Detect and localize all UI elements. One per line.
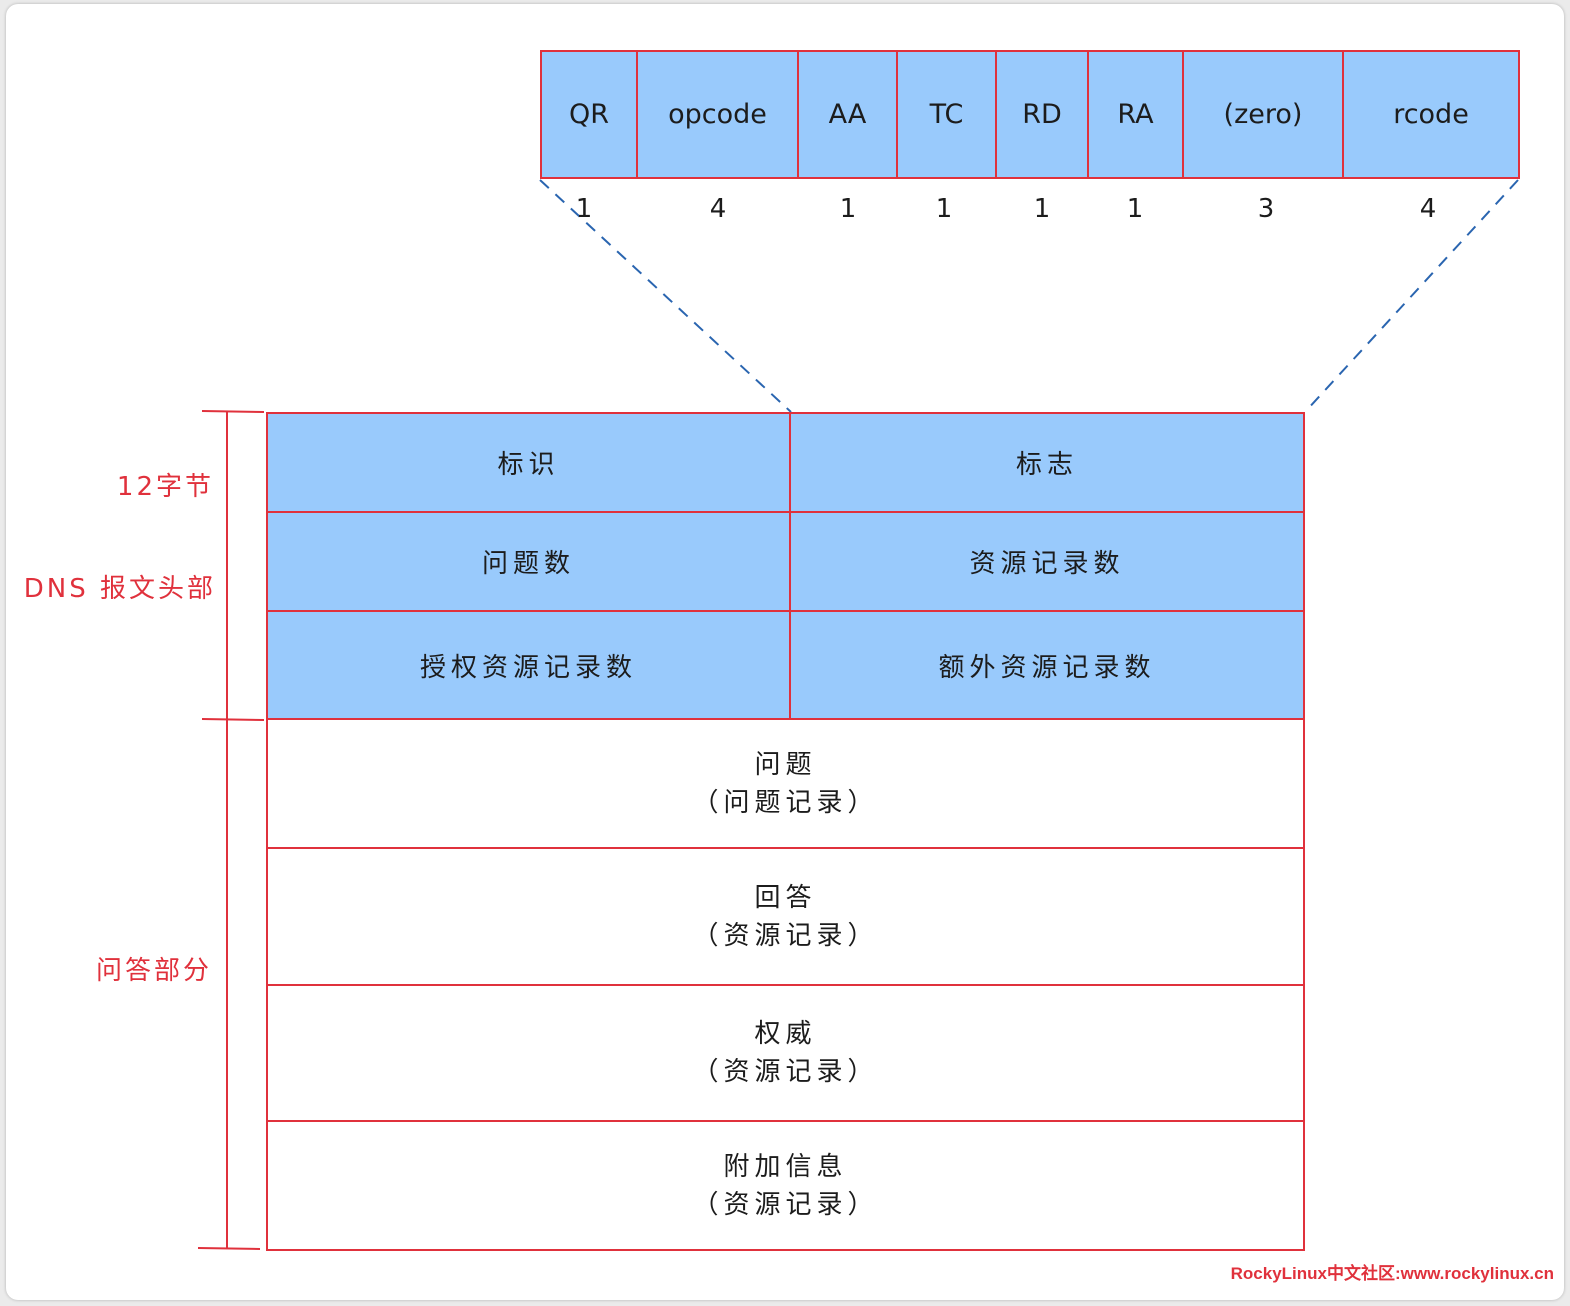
flag-bits: 4 <box>1419 194 1437 224</box>
section-question: 问题 （问题记录） <box>266 718 1305 849</box>
side-label-header-size: 12字节 <box>116 472 214 502</box>
header-cell-label: 问题数 <box>481 549 575 579</box>
section-title: 附加信息 <box>723 1151 848 1182</box>
flag-bits: 1 <box>575 194 593 224</box>
flag-name: QR <box>568 99 609 130</box>
flag-bits: 1 <box>1033 194 1051 224</box>
flag-field-tc: TC <box>896 50 997 179</box>
flag-field-opcode: opcode <box>636 50 799 179</box>
section-subtitle: （资源记录） <box>692 920 879 951</box>
flag-name: rcode <box>1393 99 1469 130</box>
flag-name: RD <box>1022 99 1062 130</box>
side-label-qa-part: 问答部分 <box>95 956 212 986</box>
section-subtitle: （资源记录） <box>692 1189 879 1220</box>
flag-field-ra: RA <box>1087 50 1184 179</box>
header-cell-label: 标识 <box>497 450 560 480</box>
flag-name: TC <box>929 99 964 130</box>
flag-bits: 4 <box>709 194 727 224</box>
flag-bits: 1 <box>1126 194 1144 224</box>
flag-field-zero: (zero) <box>1182 50 1344 179</box>
header-cell-authority-count: 授权资源记录数 <box>266 610 791 720</box>
diagram-canvas: QR opcode AA TC RD RA (zero) rcode 1 4 1… <box>6 4 1564 1300</box>
side-label-header-name: DNS 报文头部 <box>23 574 216 604</box>
flag-bits: 3 <box>1257 194 1275 224</box>
header-cell-label: 标志 <box>1015 450 1078 480</box>
connector-right-line <box>1304 179 1519 413</box>
section-subtitle: （问题记录） <box>692 787 879 818</box>
header-cell-id: 标识 <box>266 412 791 513</box>
header-cell-label: 授权资源记录数 <box>419 652 637 683</box>
section-title: 回答 <box>754 882 817 913</box>
header-cell-additional-count: 额外资源记录数 <box>789 610 1305 720</box>
flag-field-qr: QR <box>540 50 638 179</box>
header-cell-label: 额外资源记录数 <box>938 652 1156 683</box>
flag-name: opcode <box>668 99 767 130</box>
header-cell-question-count: 问题数 <box>266 511 791 612</box>
bracket-line <box>201 410 265 413</box>
bracket-line <box>201 718 265 721</box>
flag-field-rcode: rcode <box>1342 50 1520 179</box>
bracket-line <box>197 1247 261 1250</box>
section-authority: 权威 （资源记录） <box>266 984 1305 1122</box>
flag-bits: 1 <box>839 194 857 224</box>
connector-lines <box>197 179 1519 1250</box>
header-cell-label: 资源记录数 <box>969 549 1125 579</box>
section-title: 权威 <box>754 1019 817 1049</box>
flag-name: AA <box>828 99 867 130</box>
section-subtitle: （资源记录） <box>692 1057 879 1087</box>
flag-name: RA <box>1117 99 1154 130</box>
flag-bits: 1 <box>935 194 953 224</box>
section-additional: 附加信息 （资源记录） <box>266 1120 1305 1251</box>
header-cell-rr-count: 资源记录数 <box>789 511 1305 612</box>
connector-left-line <box>539 179 792 413</box>
flag-field-rd: RD <box>995 50 1089 179</box>
flag-field-aa: AA <box>797 50 898 179</box>
section-title: 问题 <box>754 749 817 780</box>
flag-name: (zero) <box>1223 99 1303 130</box>
header-cell-flags: 标志 <box>789 412 1305 513</box>
watermark: RockyLinux中文社区:www.rockylinux.cn <box>1230 1264 1554 1283</box>
section-answer: 回答 （资源记录） <box>266 847 1305 986</box>
